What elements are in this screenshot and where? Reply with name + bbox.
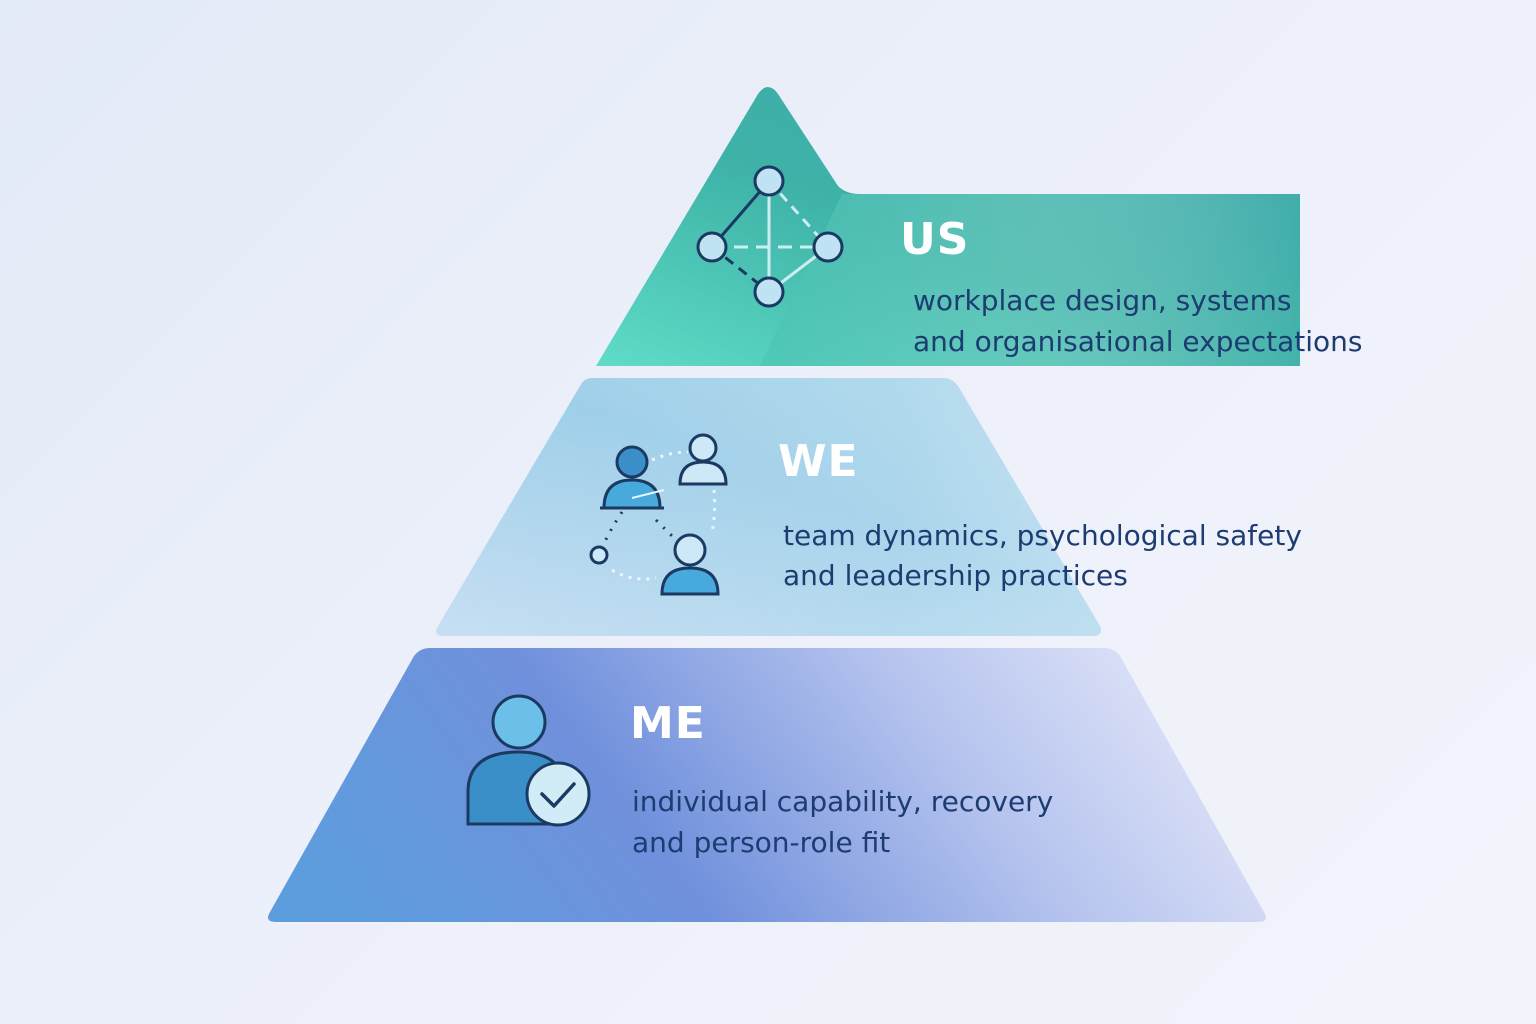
team-people-icon (589, 433, 728, 596)
tier-me-description-line2: and person-role fit (632, 826, 890, 859)
tier-we-title: WE (778, 436, 859, 487)
tier-we-description-line1: team dynamics, psychological safety (783, 519, 1302, 552)
tier-we: WE team dynamics, psychological safety a… (436, 378, 1302, 636)
network-icon (696, 165, 844, 308)
tier-me-description-line1: individual capability, recovery (632, 785, 1053, 818)
tier-us-description-line2: and organisational expectations (913, 325, 1362, 358)
tier-we-fade (436, 378, 1101, 636)
tier-we-description-line2: and leadership practices (783, 559, 1128, 592)
tier-me-title: ME (630, 698, 706, 749)
tier-us-description-line1: workplace design, systems (913, 284, 1292, 317)
person-check-icon (466, 694, 591, 827)
tier-us-band (760, 194, 1320, 366)
tier-us-title: US (900, 214, 969, 265)
tier-us: US workplace design, systems and organis… (596, 87, 1362, 366)
tier-me: ME individual capability, recovery and p… (268, 648, 1266, 922)
